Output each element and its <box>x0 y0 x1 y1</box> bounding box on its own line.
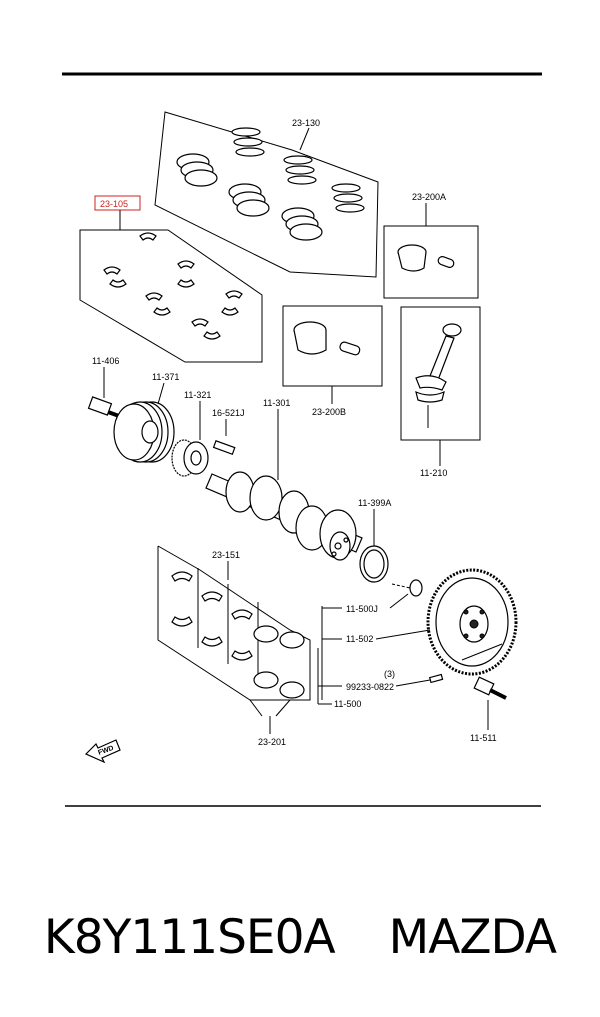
piston-assembly-group: 23-200A <box>383 192 479 299</box>
callout-23-200b: 23-200B <box>312 407 346 417</box>
connecting-rod-group: 11-210 <box>400 306 481 478</box>
crank-sprocket-group: 11-321 <box>171 390 211 477</box>
callout-16-521j: 16-521J <box>212 408 245 418</box>
brand-name: MAZDA <box>388 910 557 965</box>
callout-11-321: 11-321 <box>184 390 211 400</box>
flywheel-bolt-group: 11-511 <box>470 676 507 743</box>
crankshaft <box>205 471 363 561</box>
callout-11-301: 11-301 <box>263 398 290 408</box>
piston-ring-set-group: 23-130 <box>154 111 379 278</box>
callout-23-130: 23-130 <box>292 118 320 128</box>
highlight-box-23-105 <box>94 195 141 211</box>
crank-pulley-group: 11-371 <box>113 372 179 463</box>
callout-23-201: 23-201 <box>258 737 286 747</box>
main-bearing-shells <box>171 571 305 699</box>
main-bearing-set-group: 23-151 23-201 <box>157 545 311 747</box>
crankshaft-exploded-diagram: 23-130 23-105 23-200A <box>62 72 542 807</box>
crankshaft-group: 11-301 <box>205 398 363 561</box>
callout-99233-0822: 99233-0822 <box>346 682 394 692</box>
piston-rings <box>176 127 365 241</box>
callout-qty-3: (3) <box>384 669 395 679</box>
callout-11-511: 11-511 <box>470 733 497 743</box>
fwd-arrow-icon: FWD <box>84 739 121 764</box>
piston-group: 23-200B <box>282 305 383 417</box>
callout-23-200a: 23-200A <box>412 192 446 202</box>
callout-11-500j: 11-500J <box>346 604 378 614</box>
part-number: K8Y111SE0A <box>43 910 336 965</box>
callout-23-151: 23-151 <box>212 550 240 560</box>
callout-11-502: 11-502 <box>346 634 373 644</box>
conrod-bearing-set-group: 23-105 <box>79 195 263 363</box>
part-caption: K8Y111SE0A MAZDA <box>0 898 600 978</box>
callout-11-500: 11-500 <box>334 699 361 709</box>
callout-11-210: 11-210 <box>420 468 447 478</box>
flywheel-group: 11-500J 11-502 (3) 99233-0822 11-500 <box>317 568 518 709</box>
callout-23-105: 23-105 <box>100 199 128 209</box>
woodruff-key-group: 16-521J <box>212 408 245 456</box>
callout-11-406: 11-406 <box>92 356 119 366</box>
rear-oil-seal-group: 11-399A <box>358 498 391 583</box>
callout-11-399a: 11-399A <box>358 498 391 508</box>
conrod-bearing-shells <box>103 232 243 340</box>
callout-11-371: 11-371 <box>152 372 179 382</box>
